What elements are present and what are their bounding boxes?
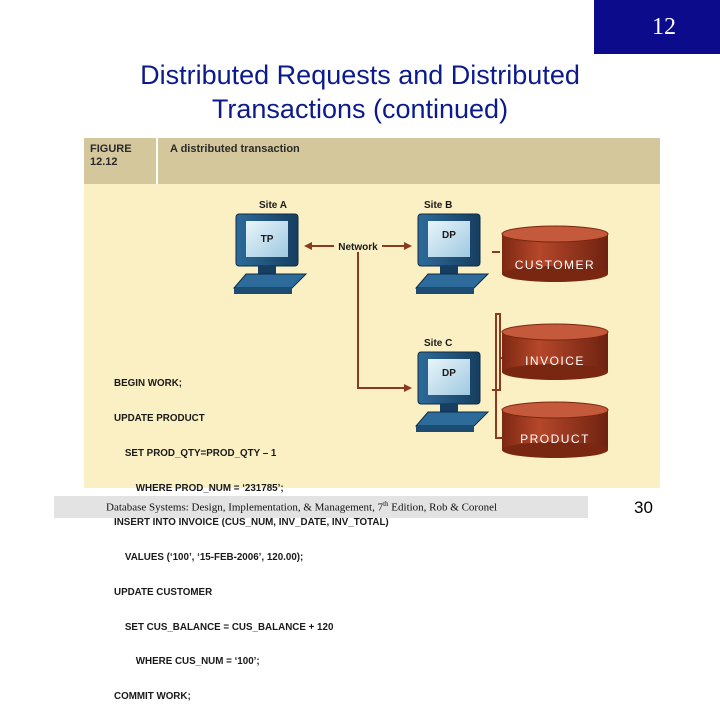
code-line: SET CUS_BALANCE = CUS_BALANCE + 120 <box>114 622 389 634</box>
code-line: UPDATE PRODUCT <box>114 413 389 425</box>
invoice-database-icon <box>502 324 608 380</box>
tp-label: TP <box>261 234 274 245</box>
footer-text-post: Edition, Rob & Coronel <box>389 502 497 514</box>
site-c-label: Site C <box>424 338 452 349</box>
code-line: BEGIN WORK; <box>114 378 389 390</box>
dp-c-label: DP <box>442 368 456 379</box>
slide-title-line-1: Distributed Requests and Distributed <box>60 58 660 92</box>
footer-text-pre: Database Systems: Design, Implementation… <box>106 502 383 514</box>
code-line: WHERE PROD_NUM = ‘231785’; <box>114 483 389 495</box>
slide-title-line-2: Transactions (continued) <box>60 92 660 126</box>
network-label: Network <box>338 242 378 253</box>
code-line: WHERE CUS_NUM = ‘100’; <box>114 656 389 668</box>
chapter-number: 12 <box>652 14 676 41</box>
site-a-computer-icon <box>234 214 306 294</box>
chapter-badge: 12 <box>594 0 720 54</box>
code-line: COMMIT WORK; <box>114 691 389 703</box>
slide-title: Distributed Requests and Distributed Tra… <box>60 58 660 126</box>
dp-b-label: DP <box>442 230 456 241</box>
site-c-computer-icon <box>416 352 488 432</box>
footer-citation: Database Systems: Design, Implementation… <box>106 500 497 514</box>
sql-transaction-code: BEGIN WORK; UPDATE PRODUCT SET PROD_QTY=… <box>114 355 389 714</box>
product-database-icon <box>502 402 608 458</box>
code-line: UPDATE CUSTOMER <box>114 587 389 599</box>
code-line: INSERT INTO INVOICE (CUS_NUM, INV_DATE, … <box>114 517 389 529</box>
customer-db-label: CUSTOMER <box>515 258 595 272</box>
site-b-label: Site B <box>424 200 452 211</box>
code-line: SET PROD_QTY=PROD_QTY – 1 <box>114 448 389 460</box>
product-db-label: PRODUCT <box>520 432 590 446</box>
page-number: 30 <box>634 498 653 518</box>
invoice-db-label: INVOICE <box>525 354 585 368</box>
site-a-label: Site A <box>259 200 287 211</box>
customer-database-icon <box>502 226 608 282</box>
site-b-computer-icon <box>416 214 488 294</box>
code-line: VALUES (‘100’, ‘15-FEB-2006’, 120.00); <box>114 552 389 564</box>
footer-bar: Database Systems: Design, Implementation… <box>54 496 588 518</box>
